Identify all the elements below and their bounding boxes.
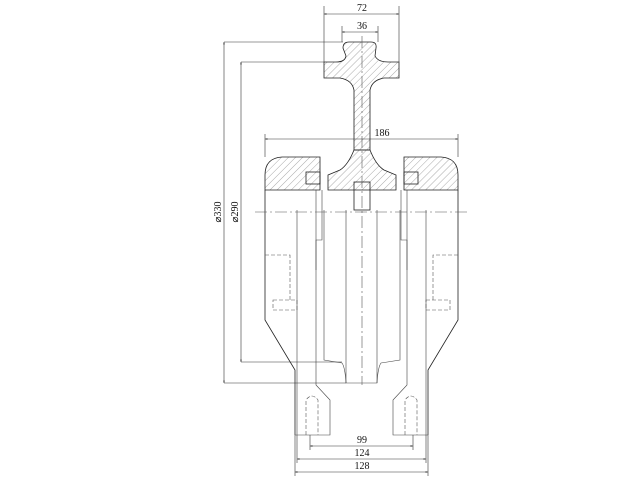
wheel-hub	[264, 149, 459, 211]
dim-diameter-330: ⌀330	[213, 201, 224, 222]
dim-124: 124	[355, 448, 370, 459]
body	[264, 190, 459, 436]
dimension-labels: 72 36 186 ⌀330 ⌀290 99 124 128	[213, 3, 390, 472]
dim-99: 99	[357, 435, 367, 446]
dim-186: 186	[375, 128, 390, 139]
dim-diameter-290: ⌀290	[230, 201, 241, 222]
dim-72: 72	[357, 3, 367, 14]
dimension-lines	[223, 6, 459, 476]
dim-128: 128	[355, 461, 370, 472]
dim-36: 36	[357, 21, 367, 32]
